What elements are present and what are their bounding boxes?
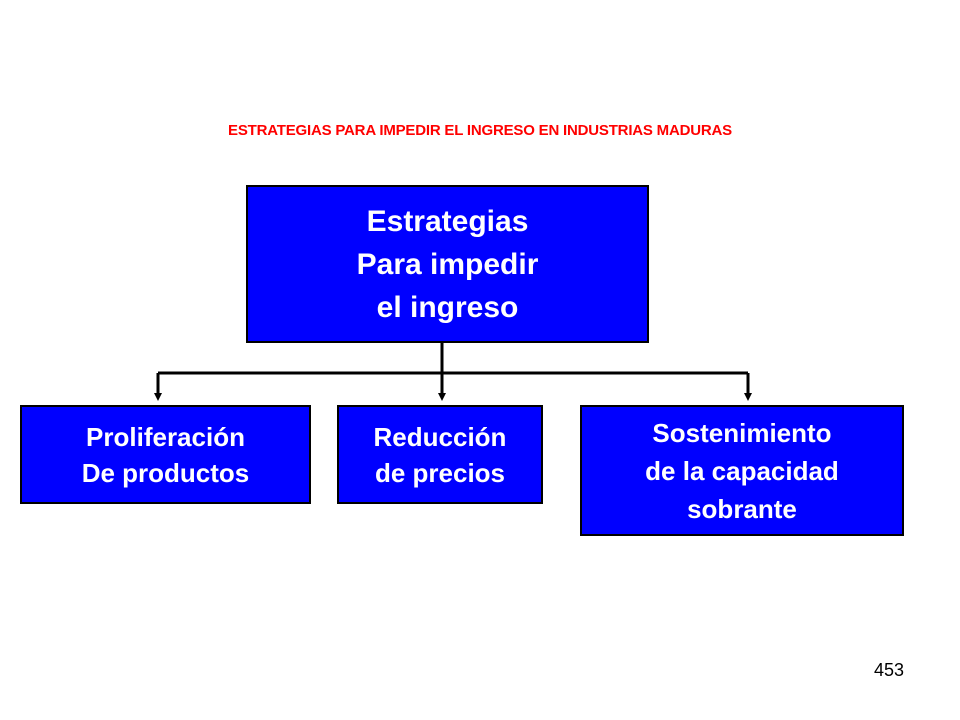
root-line-1: Estrategias bbox=[366, 204, 529, 238]
child-3-line-1: Sostenimiento bbox=[652, 417, 832, 448]
price-reduction-box: Reducción de precios bbox=[337, 405, 543, 504]
root-line-3: el ingreso bbox=[376, 290, 519, 324]
excess-capacity-box: Sostenimiento de la capacidad sobrante bbox=[580, 405, 904, 536]
child-2-line-2: de precios bbox=[374, 457, 506, 488]
root-line-2: Para impedir bbox=[356, 247, 539, 281]
child-3-line-2: de la capacidad bbox=[645, 455, 839, 486]
page-number: 453 bbox=[873, 660, 904, 680]
child-3-line-3: sobrante bbox=[687, 493, 797, 524]
child-1-line-1: Proliferación bbox=[86, 421, 245, 452]
root-strategy-box: Estrategias Para impedir el ingreso bbox=[246, 185, 649, 343]
child-2-line-1: Reducción bbox=[373, 421, 507, 452]
product-proliferation-box: Proliferación De productos bbox=[20, 405, 311, 504]
child-1-line-2: De productos bbox=[81, 457, 250, 488]
slide-title: ESTRATEGIAS PARA IMPEDIR EL INGRESO EN I… bbox=[228, 122, 732, 139]
